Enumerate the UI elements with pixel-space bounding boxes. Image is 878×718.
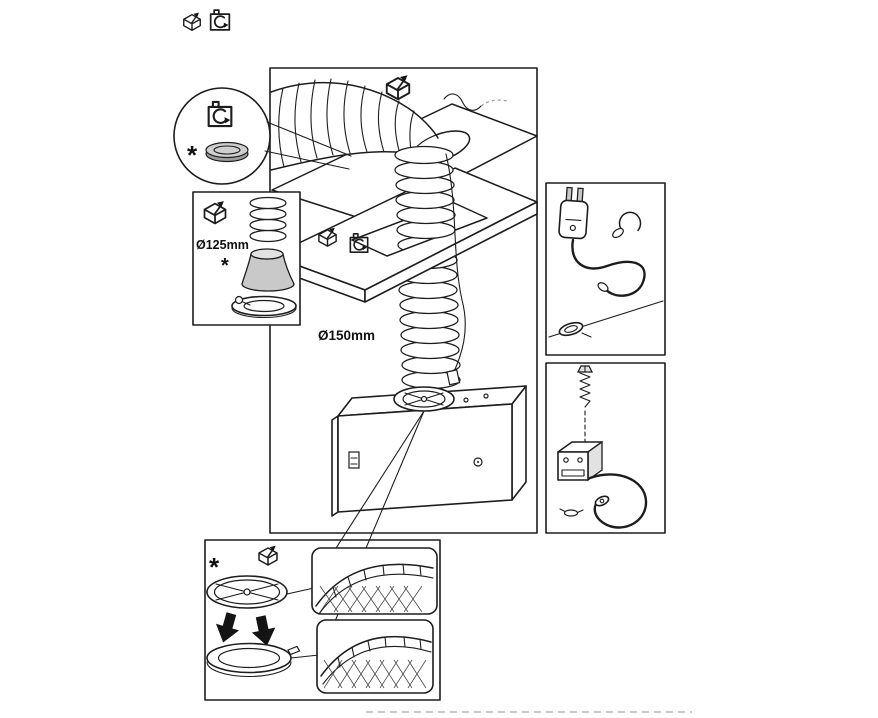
hood-spigot-damper xyxy=(393,386,455,412)
power-cord-top xyxy=(443,93,508,111)
charcoal-filter-disc xyxy=(205,141,249,163)
main-installation-panel: Ø150mm xyxy=(269,67,538,534)
mounting-screw xyxy=(576,365,594,443)
pointer-line-recirc-1 xyxy=(266,121,352,157)
main-duct-upper xyxy=(394,145,456,240)
adapter-detail-box: Ø125mm * xyxy=(192,191,301,326)
power-cord-accessory-panel xyxy=(545,182,666,356)
flange-closeup-box-1 xyxy=(311,547,438,615)
exhaust-mode-icon xyxy=(183,11,201,31)
cable-end-fitting xyxy=(594,495,610,507)
press-arrow-right xyxy=(251,615,276,646)
pointer-line-recirc-2 xyxy=(264,150,350,170)
junction-box xyxy=(557,440,603,482)
power-plug xyxy=(558,186,589,240)
junction-box-accessory-panel xyxy=(545,362,666,534)
damper-disc xyxy=(206,575,288,609)
recirculation-mode-icon xyxy=(209,9,231,31)
cable-clamp xyxy=(612,211,642,239)
cable-connector xyxy=(446,369,461,386)
hood-power-cable xyxy=(445,153,466,386)
junction-cable xyxy=(588,473,648,529)
adapter-diameter-label: Ø125mm xyxy=(196,238,249,252)
filter-mesh-2 xyxy=(323,659,427,689)
power-cord xyxy=(571,238,646,297)
optional-marker: * xyxy=(209,552,220,582)
hood-switch xyxy=(348,451,360,469)
damper-detail-content: * xyxy=(206,545,438,694)
mode-legend xyxy=(183,9,231,31)
cable-grommet xyxy=(558,321,592,338)
recirculation-detail-circle: * xyxy=(173,87,352,185)
optional-marker: * xyxy=(187,140,198,170)
main-duct-diameter-label: Ø150mm xyxy=(318,328,375,343)
adapter-flange-disc xyxy=(231,295,297,319)
filter-mesh-1 xyxy=(319,585,423,613)
optional-marker: * xyxy=(221,255,229,277)
reducer-adapter xyxy=(241,248,295,292)
press-arrow-left xyxy=(216,612,240,643)
mounting-bracket xyxy=(559,508,584,517)
small-duct-stub xyxy=(249,196,287,243)
flange-closeup-box-2 xyxy=(316,619,434,694)
